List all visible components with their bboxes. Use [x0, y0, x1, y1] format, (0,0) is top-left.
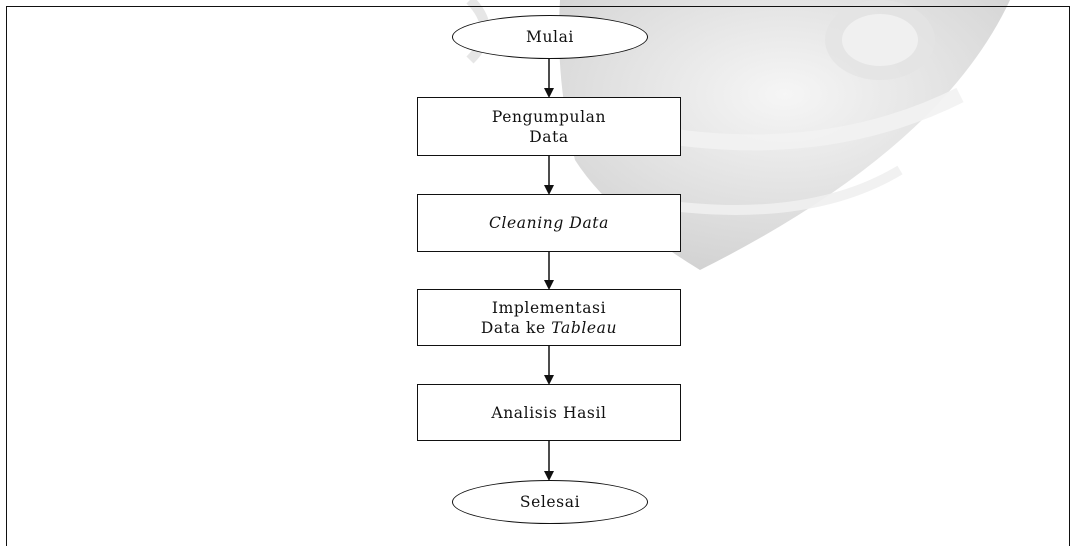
figure-frame [6, 6, 1070, 546]
step-tableau-implementation: Implementasi Data ke Tableau [417, 289, 681, 346]
start-node: Mulai [452, 15, 648, 59]
step-cleaning-data: Cleaning Data [417, 194, 681, 252]
start-label: Mulai [525, 28, 574, 46]
step-data-collection-label: Pengumpulan Data [491, 107, 607, 146]
step-tableau-implementation-label: Implementasi Data ke Tableau [480, 298, 618, 337]
step-cleaning-data-label: Cleaning Data [489, 214, 609, 232]
step-data-collection: Pengumpulan Data [417, 97, 681, 156]
end-node: Selesai [452, 480, 648, 524]
end-label: Selesai [519, 493, 581, 511]
step-result-analysis: Analisis Hasil [417, 384, 681, 441]
step-result-analysis-label: Analisis Hasil [491, 403, 607, 422]
